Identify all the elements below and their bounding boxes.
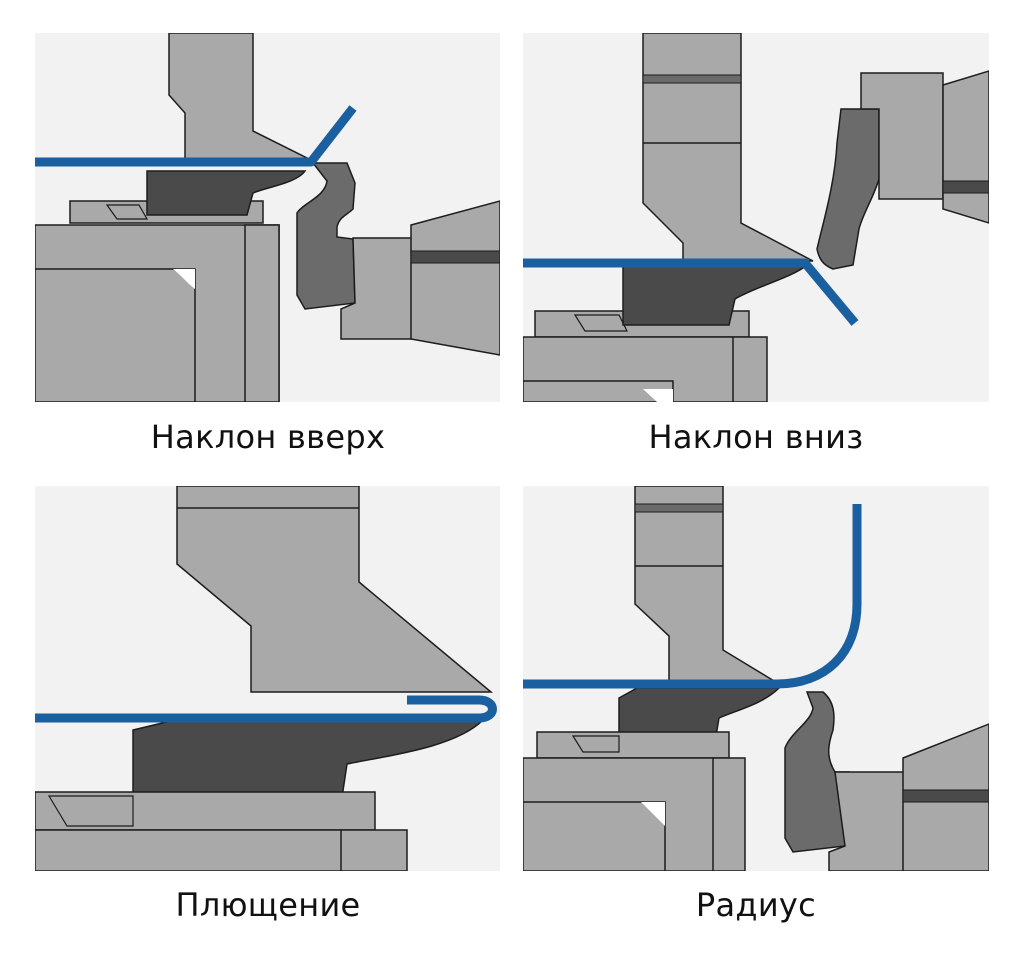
tilt-up-diagram bbox=[35, 33, 500, 402]
die-base-notch bbox=[573, 314, 628, 332]
table-cavity bbox=[523, 380, 674, 402]
caption-radius: Радиус bbox=[695, 886, 817, 924]
bending-beam-tool bbox=[784, 691, 850, 853]
bending-beam-tool bbox=[816, 108, 880, 270]
caption-tilt-up: Наклон вверх bbox=[150, 418, 386, 456]
beam-holder-right bbox=[942, 70, 989, 224]
holder-stripe bbox=[902, 789, 989, 803]
cavity-white-corner bbox=[173, 269, 195, 289]
panel-radius bbox=[523, 486, 989, 871]
punch-stripe bbox=[642, 74, 742, 84]
beam-holder-right bbox=[410, 200, 500, 356]
table-cavity bbox=[523, 801, 666, 871]
punch-stripe bbox=[634, 503, 724, 513]
panel-tilt-up bbox=[35, 33, 500, 402]
machine-table-cavity bbox=[35, 268, 196, 402]
die-base-notch bbox=[571, 735, 620, 753]
cavity-white-corner bbox=[641, 802, 665, 826]
lower-die-dark bbox=[146, 170, 307, 216]
panel-tilt-down bbox=[523, 33, 989, 402]
machine-table-side bbox=[244, 224, 280, 402]
punch-upper-tool bbox=[176, 486, 494, 693]
die-base-plate bbox=[536, 731, 730, 759]
sheet-metal bbox=[523, 504, 862, 689]
flattening-diagram bbox=[35, 486, 500, 871]
caption-tilt-down: Наклон вниз bbox=[648, 418, 864, 456]
cavity-white-corner bbox=[643, 389, 673, 402]
sheet-metal bbox=[35, 695, 497, 723]
die-base-notch bbox=[105, 204, 149, 220]
panel-flattening bbox=[35, 486, 500, 871]
die-base-notch bbox=[47, 795, 134, 827]
holder-stripe bbox=[942, 180, 989, 194]
machine-table bbox=[35, 829, 408, 871]
sheet-metal bbox=[35, 105, 357, 167]
radius-diagram bbox=[523, 486, 989, 871]
tilt-down-diagram bbox=[523, 33, 989, 402]
holder-stripe bbox=[410, 250, 500, 264]
beam-holder bbox=[860, 72, 944, 200]
sheet-metal bbox=[523, 258, 859, 326]
caption-flattening: Плющение bbox=[175, 886, 361, 924]
